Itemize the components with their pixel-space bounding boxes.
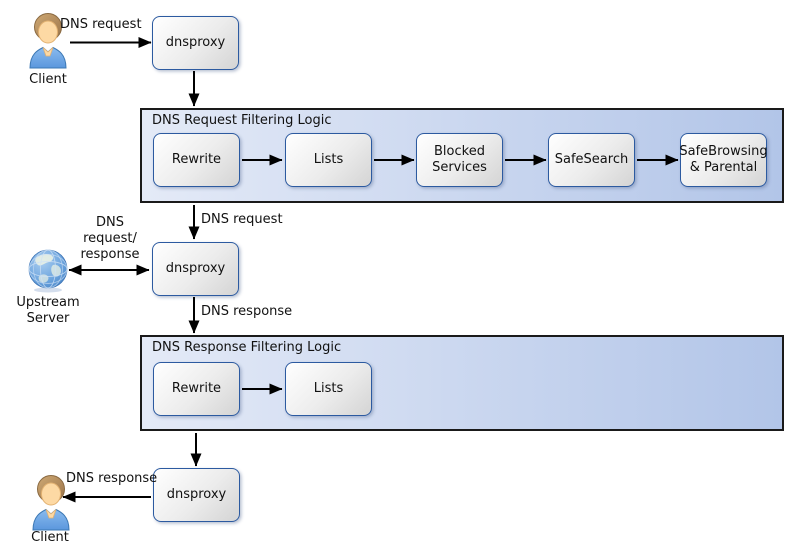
- dnsproxy-bottom-node: dnsproxy: [153, 468, 240, 522]
- filter-box-lists: Lists: [285, 133, 372, 187]
- request-filtering-title: DNS Request Filtering Logic: [152, 113, 332, 128]
- response-filtering-container: DNS Response Filtering Logic Rewrite Lis…: [140, 335, 784, 431]
- person-icon: [31, 474, 71, 536]
- person-icon: [28, 12, 68, 74]
- response-box-rewrite: Rewrite: [153, 362, 240, 416]
- upstream-link-line3: response: [80, 247, 140, 262]
- filter-box-safesearch: SafeSearch: [548, 133, 635, 187]
- client-top-label: Client: [29, 72, 67, 87]
- dnsproxy-middle-node: dnsproxy: [152, 242, 239, 296]
- dnsproxy-top-node: dnsproxy: [152, 16, 239, 70]
- request-filtering-container: DNS Request Filtering Logic Rewrite List…: [140, 108, 784, 203]
- upstream-server-label: Upstream Server: [16, 295, 80, 326]
- edge-label-dns-request-mid: DNS request: [201, 212, 283, 227]
- filter-box-blocked-services: Blocked Services: [416, 133, 503, 187]
- client-bottom-label: Client: [31, 530, 69, 545]
- response-box-lists: Lists: [285, 362, 372, 416]
- edge-label-dns-request-top: DNS request: [60, 17, 142, 32]
- globe-icon: [27, 249, 69, 297]
- upstream-link-line1: DNS: [96, 215, 124, 230]
- response-filtering-title: DNS Response Filtering Logic: [152, 340, 342, 355]
- filter-box-safebrowsing: SafeBrowsing & Parental: [679, 133, 768, 187]
- edge-label-dns-response-mid: DNS response: [201, 304, 293, 319]
- upstream-link-line2: request/: [83, 231, 137, 246]
- edge-label-dns-response-bottom: DNS response: [66, 471, 158, 486]
- upstream-link-label: DNS request/ response: [74, 215, 146, 263]
- filter-box-rewrite: Rewrite: [153, 133, 240, 187]
